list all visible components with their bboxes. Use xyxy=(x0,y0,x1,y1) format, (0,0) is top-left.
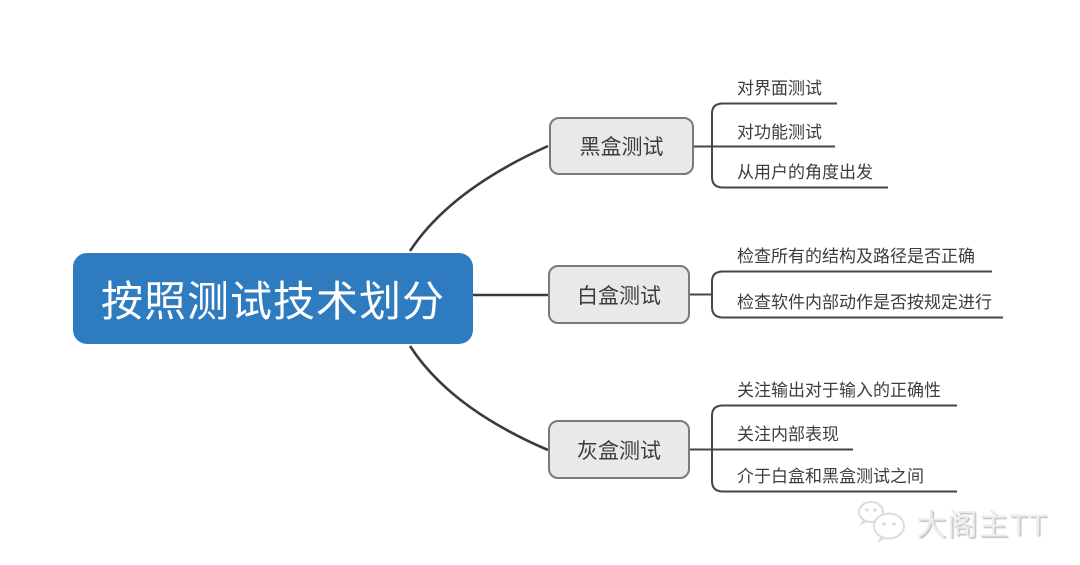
leaf-topic[interactable]: 对界面测试 xyxy=(737,79,822,98)
branch-black-box-label: 黑盒测试 xyxy=(579,136,664,159)
connector-root-to-black xyxy=(408,144,549,252)
leaf-topic[interactable]: 关注输出对于输入的正确性 xyxy=(737,381,941,400)
connector-root-to-gray xyxy=(408,345,549,452)
branch-black-box[interactable]: 黑盒测试 xyxy=(549,117,694,175)
branch-gray-box[interactable]: 灰盒测试 xyxy=(548,420,690,479)
wechat-icon xyxy=(858,501,906,543)
leaf-topic[interactable]: 对功能测试 xyxy=(737,123,822,142)
connector-black-children xyxy=(711,102,888,189)
leaf-topic[interactable]: 关注内部表现 xyxy=(737,425,839,444)
root-topic[interactable]: 按照测试技术划分 xyxy=(73,253,473,344)
leaf-topic[interactable]: 检查软件内部动作是否按规定进行 xyxy=(737,293,992,312)
leaf-topic[interactable]: 检查所有的结构及路径是否正确 xyxy=(737,247,975,266)
leaf-topic[interactable]: 从用户的角度出发 xyxy=(737,163,873,182)
branch-white-box[interactable]: 白盒测试 xyxy=(548,265,690,324)
watermark: 大阁主TT xyxy=(856,499,1048,545)
watermark-text: 大阁主TT xyxy=(916,509,1048,542)
connector-gray-children xyxy=(711,404,957,493)
leaf-topic[interactable]: 介于白盒和黑盒测试之间 xyxy=(737,467,924,486)
root-topic-label: 按照测试技术划分 xyxy=(100,278,445,325)
branch-white-box-label: 白盒测试 xyxy=(577,284,661,308)
branch-gray-box-label: 灰盒测试 xyxy=(577,439,661,463)
